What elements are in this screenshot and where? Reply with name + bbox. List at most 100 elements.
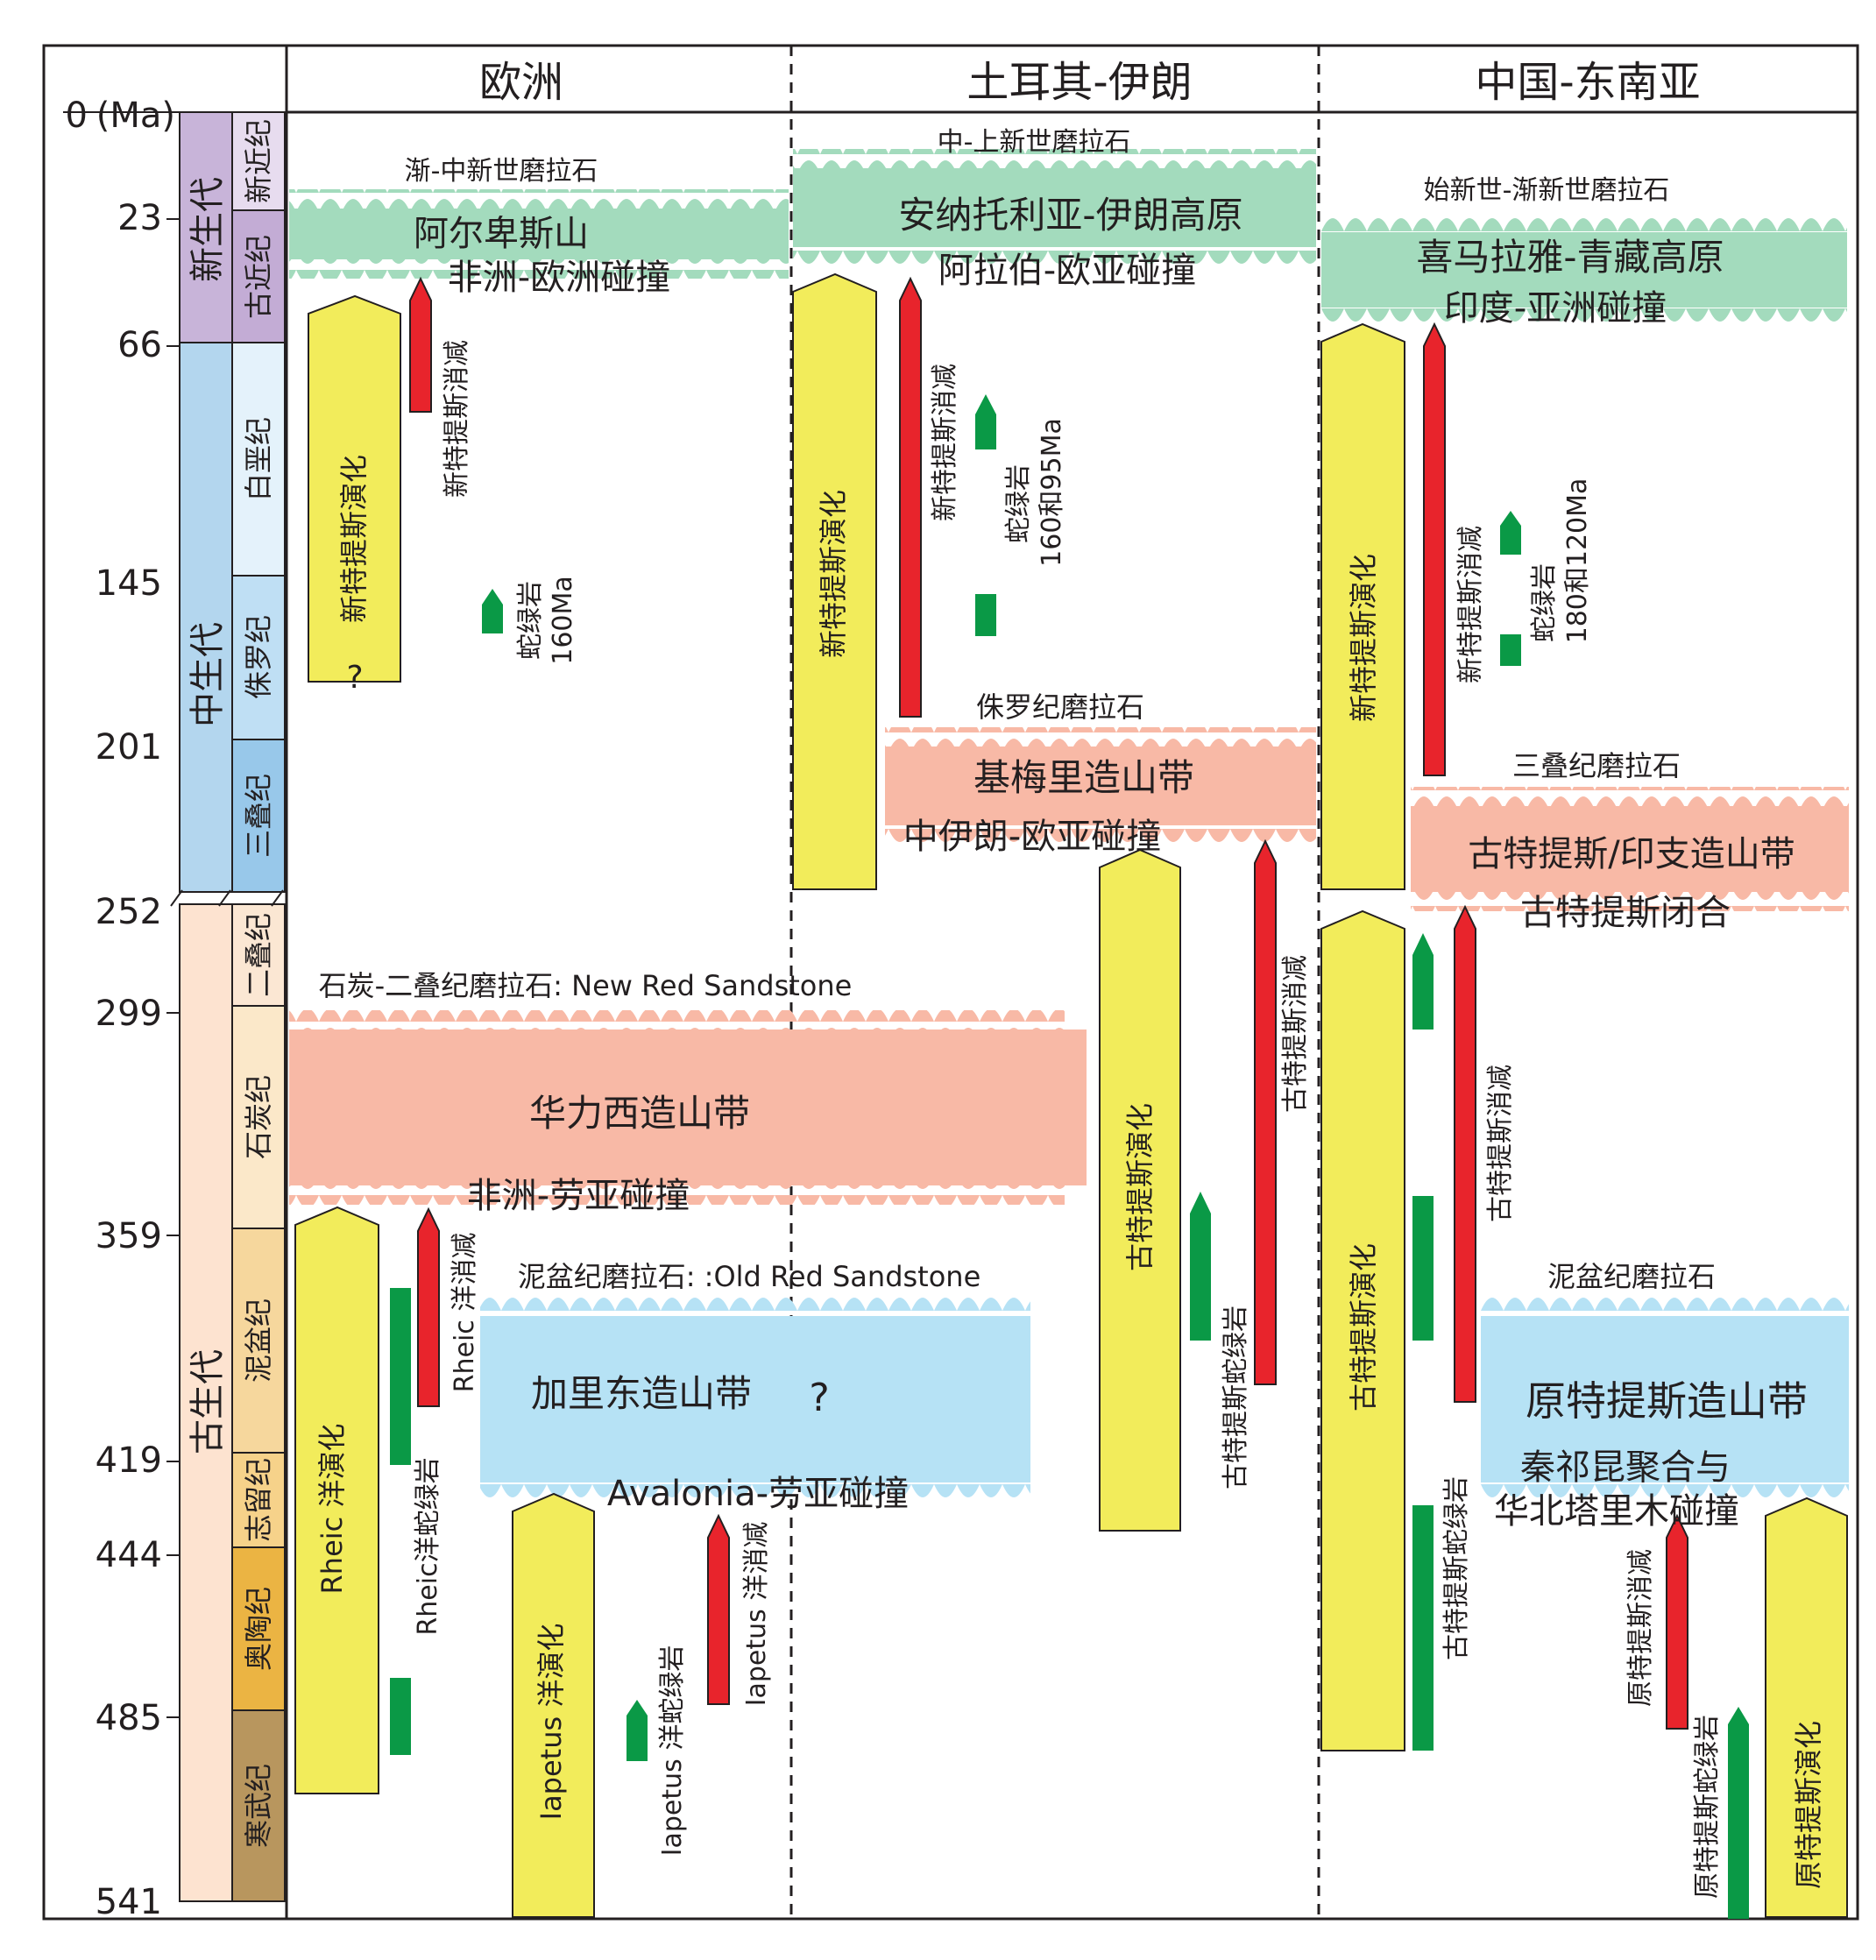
age-201: 201 — [96, 727, 162, 768]
band-himalaya — [1321, 213, 1847, 327]
cn-neotethys-evo-bar — [1320, 322, 1405, 890]
cn-prototethys-sub-arrow — [1666, 1513, 1688, 1730]
eu-molasse-top-label: 渐-中新世磨拉石 — [405, 156, 598, 187]
eu-iapetus-oph-mark — [627, 1700, 648, 1761]
age-444: 444 — [96, 1535, 162, 1575]
cn-paleotethys-oph-label: 古特提斯蛇绿岩 — [1441, 1476, 1472, 1660]
period-jurassic-box — [231, 575, 286, 740]
age-unit: (Ma) — [96, 96, 175, 136]
cn-qinling-label-1: 秦祁昆聚合与 — [1520, 1447, 1731, 1488]
cn-paleotethys-oph-mark-1 — [1412, 933, 1434, 1030]
tr-molasse-top-label: 中-上新世磨拉石 — [938, 127, 1131, 158]
tr-neotethys-sub-arrow — [899, 276, 922, 718]
cn-prototethys-evo-bar — [1765, 1497, 1848, 1918]
age-145: 145 — [96, 563, 162, 604]
cn-paleotethys-oph-mark-2 — [1412, 1196, 1434, 1341]
tr-neotethys-evo-label: 新特提斯演化 — [817, 490, 850, 658]
eu-rheic-oph-label: Rheic洋蛇绿岩 — [413, 1457, 443, 1635]
eu-rheic-oph-mark-1 — [390, 1288, 411, 1465]
eu-africa-laurasia-label: 非洲-劳亚碰撞 — [467, 1176, 690, 1216]
band-alps — [289, 189, 789, 279]
age-419: 419 — [96, 1440, 162, 1481]
tr-arabia-eurasia-label: 阿拉伯-欧亚碰撞 — [938, 251, 1196, 291]
era-cenozoic-label: 新生代 — [188, 177, 228, 282]
cn-neotethys-sub-arrow — [1423, 322, 1446, 776]
eu-ophiolite-160-mark — [482, 589, 503, 633]
cn-indosinian-label: 古特提斯/印支造山带 — [1468, 834, 1795, 874]
period-ordovician-box — [231, 1546, 286, 1711]
eu-iapetus-evo-label: Iapetus 洋演化 — [534, 1624, 568, 1821]
period-devonian-label: 泥盆纪 — [242, 1298, 275, 1383]
eu-neotethys-sub-arrow — [409, 276, 432, 413]
tr-paleotethys-sub-arrow — [1254, 838, 1277, 1385]
period-cambrian-label: 寒武纪 — [242, 1764, 275, 1848]
tr-cimmerian-label: 基梅里造山带 — [973, 756, 1194, 799]
age-485: 485 — [96, 1698, 162, 1738]
cn-paleotethys-evo-label: 古特提斯演化 — [1347, 1243, 1380, 1412]
cn-himalaya-label: 喜马拉雅-青藏高原 — [1416, 236, 1724, 279]
age-252: 252 — [96, 892, 162, 932]
eu-question-1: ? — [346, 660, 363, 696]
era-mesozoic-box — [179, 342, 233, 893]
eu-rheic-sub-label: Rheic 洋消减 — [450, 1233, 480, 1393]
eu-caledonian-label: 加里东造山带 — [531, 1372, 752, 1415]
tr-neotethys-sub-label: 新特提斯消减 — [930, 364, 960, 521]
frame — [42, 44, 1859, 1921]
age-359: 359 — [96, 1216, 162, 1256]
eu-iapetus-oph-label: Iapetus 洋蛇绿岩 — [657, 1645, 688, 1857]
cn-ophiolite-label: 蛇绿岩 — [1529, 563, 1560, 642]
period-devonian-box — [231, 1228, 286, 1454]
tr-paleotethys-evo-label: 古特提斯演化 — [1123, 1103, 1157, 1271]
tr-paleotethys-sub-label: 古特提斯消减 — [1280, 955, 1311, 1113]
eu-africa-europe-label: 非洲-欧洲碰撞 — [448, 258, 670, 298]
tr-ophiolite-age-label: 160和95Ma — [1037, 418, 1067, 567]
cn-neotethys-sub-label: 新特提斯消减 — [1455, 526, 1486, 683]
tr-paleotethys-oph-mark — [1190, 1192, 1211, 1341]
tr-ophiolite-label: 蛇绿岩 — [1003, 464, 1034, 543]
period-carboniferous-label: 石炭纪 — [242, 1075, 275, 1159]
era-paleozoic-box — [179, 903, 233, 1902]
cn-prototethys-sub-label: 原特提斯消减 — [1625, 1549, 1656, 1707]
band-caledonian — [480, 1297, 1030, 1502]
tr-plateau-label: 安纳托利亚-伊朗高原 — [898, 194, 1242, 237]
period-permian-label: 二叠纪 — [242, 913, 275, 997]
eu-ophiolite-age-label: 160Ma — [548, 576, 578, 665]
period-triassic-label: 三叠纪 — [242, 774, 275, 858]
age-0: 0 — [66, 96, 88, 136]
age-299: 299 — [96, 994, 162, 1034]
cn-prototethys-oph-mark — [1728, 1707, 1749, 1919]
eu-rheic-evo-bar — [294, 1206, 379, 1794]
age-541: 541 — [96, 1882, 162, 1922]
period-silurian-box — [231, 1452, 286, 1548]
eu-molasse-dev-label: 泥盆纪磨拉石: :Old Red Sandstone — [518, 1260, 981, 1293]
era-paleozoic-label: 古生代 — [188, 1349, 228, 1454]
header-europe: 欧洲 — [479, 58, 563, 107]
period-permian-box — [231, 903, 286, 1007]
cn-prototethys-oph-label: 原特提斯蛇绿岩 — [1692, 1715, 1723, 1899]
time-scale: 新生代 中生代 古生代 新近纪 古近纪 白垩纪 侏罗纪 三叠纪 二叠纪 石炭纪 … — [63, 96, 286, 1922]
period-triassic-box — [231, 739, 286, 893]
cn-paleotethys-close-label: 古特提斯闭合 — [1520, 893, 1731, 933]
cn-paleotethys-sub-label: 古特提斯消减 — [1485, 1065, 1516, 1222]
break-mark — [170, 889, 284, 907]
period-cretaceous-label: 白垩纪 — [242, 417, 275, 501]
eu-question-2: ? — [809, 1376, 829, 1420]
tr-paleotethys-oph-label: 古特提斯蛇绿岩 — [1221, 1305, 1251, 1489]
cn-prototethys-evo-label: 原特提斯演化 — [1792, 1721, 1825, 1889]
tr-paleotethys-evo-bar — [1099, 848, 1181, 1532]
period-silurian-label: 志留纪 — [242, 1458, 275, 1542]
period-jurassic-label: 侏罗纪 — [242, 615, 275, 699]
eu-neotethys-sub-label: 新特提斯消减 — [442, 340, 472, 498]
cn-prototethys-orogen-label: 原特提斯造山带 — [1526, 1377, 1808, 1425]
tr-ophiolite-lower-mark — [975, 594, 996, 636]
cn-molasse-dev-label: 泥盆纪磨拉石 — [1547, 1260, 1716, 1293]
header-turkey-iran: 土耳其-伊朗 — [966, 58, 1192, 107]
eu-neotethys-evo-label: 新特提斯演化 — [337, 455, 371, 623]
age-ticks — [63, 111, 180, 1718]
tr-molasse-jur-label: 侏罗纪磨拉石 — [976, 690, 1144, 724]
eu-iapetus-evo-bar — [512, 1492, 595, 1918]
eu-iapetus-sub-arrow — [707, 1513, 730, 1705]
cn-ophiolite-upper-mark — [1500, 511, 1521, 555]
cn-molasse-top-label: 始新世-渐新世磨拉石 — [1424, 175, 1670, 206]
